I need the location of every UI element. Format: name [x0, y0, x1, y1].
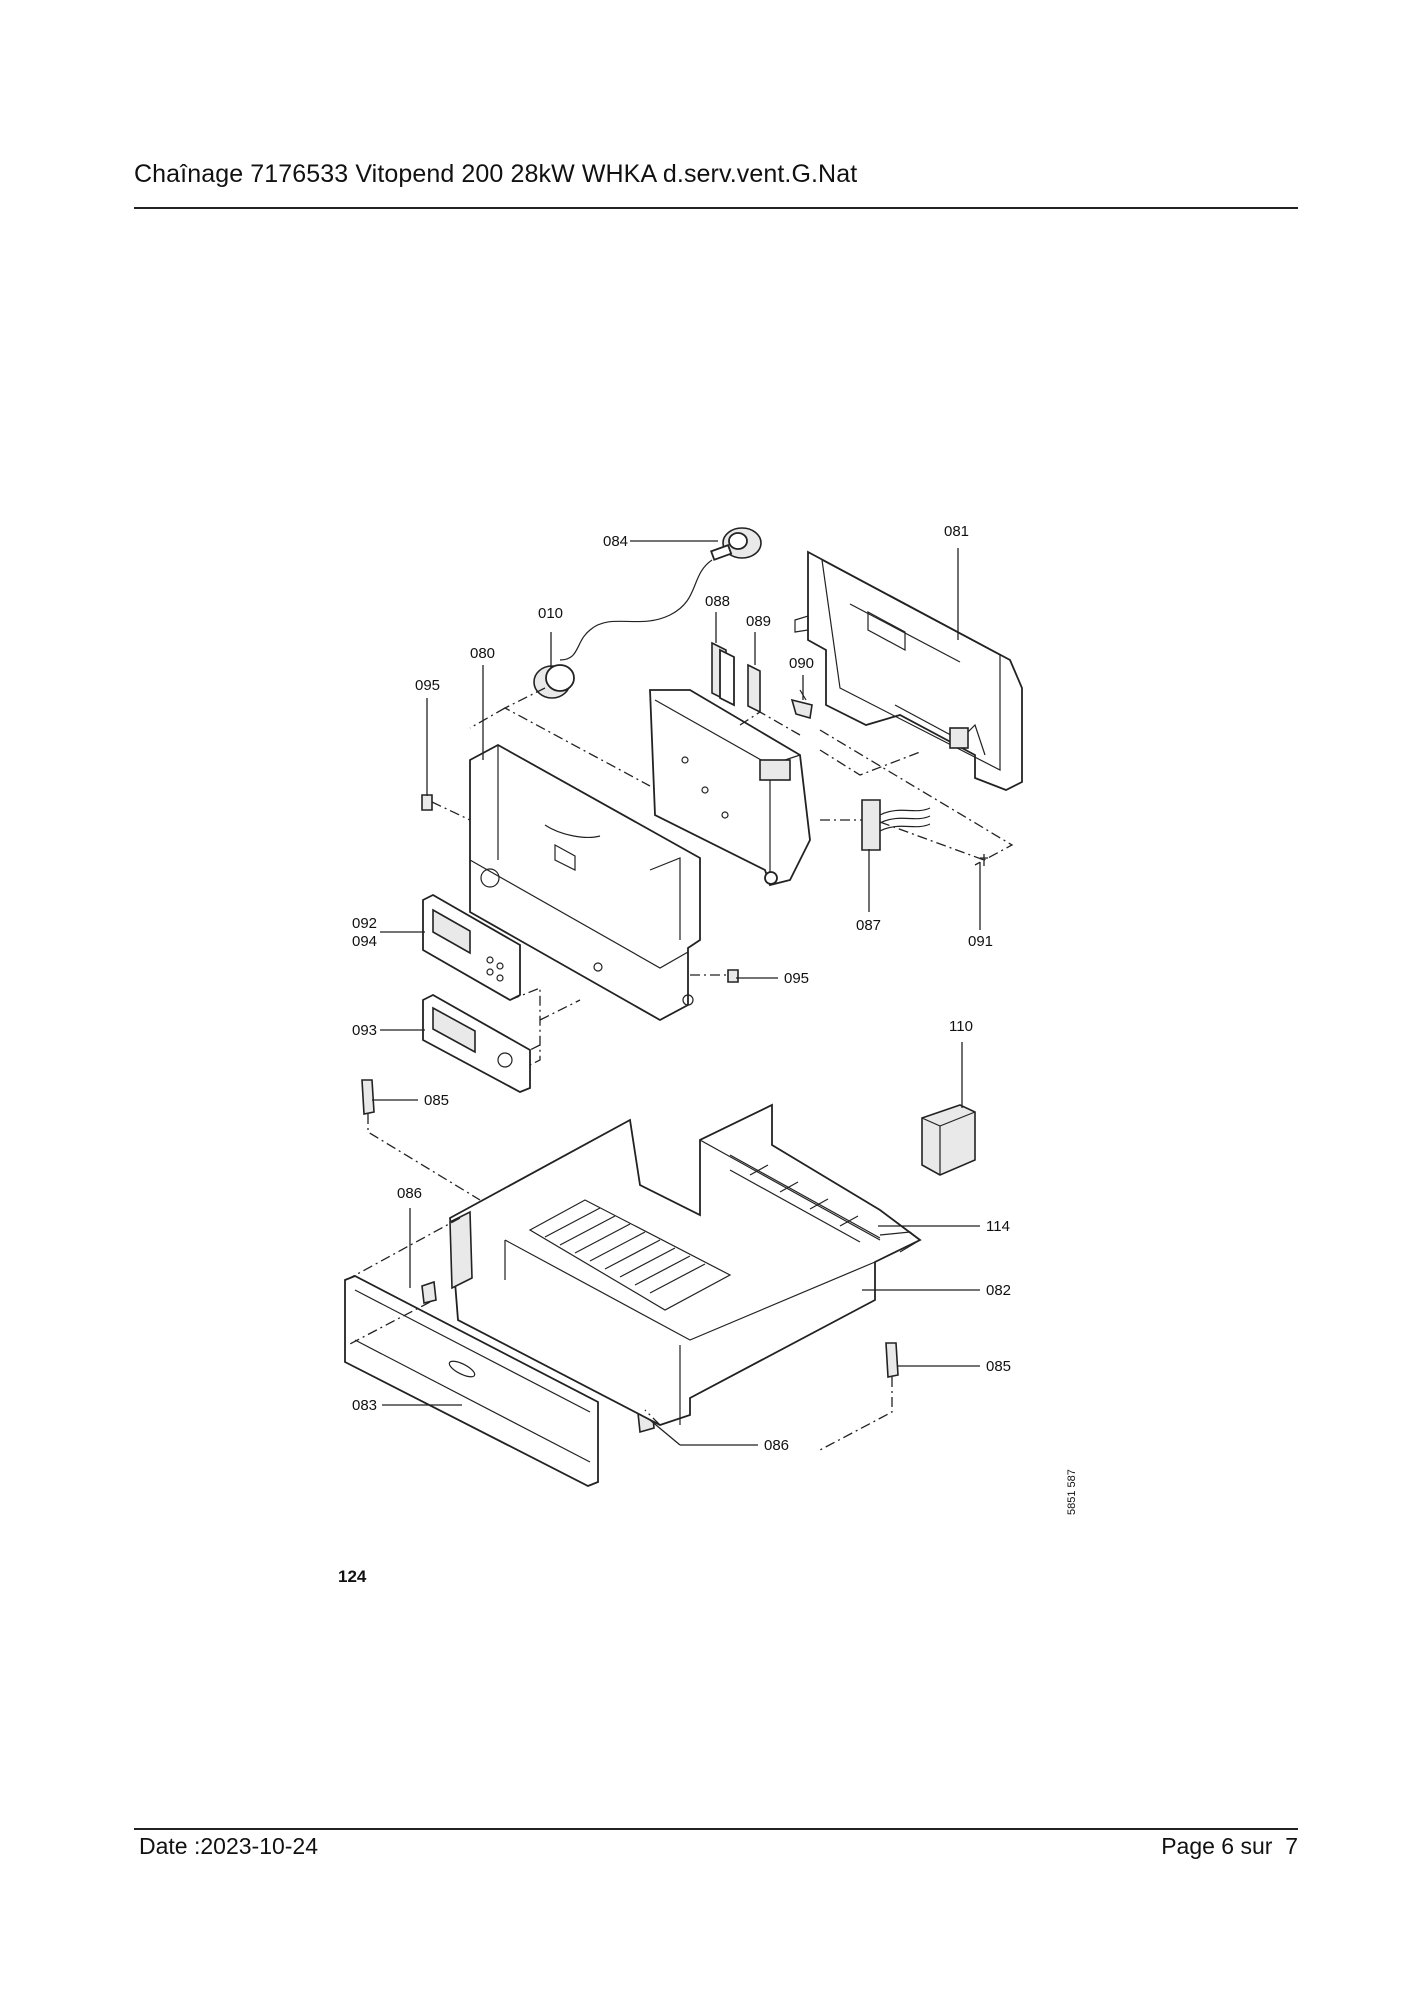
part-010-motor: [533, 664, 575, 699]
part-093-display-unit: [422, 993, 531, 1093]
footer-page-number: Page 6 sur 7: [1161, 1833, 1298, 1859]
label-083: 083: [352, 1397, 377, 1414]
label-084: 084: [603, 533, 628, 550]
part-110-block: [921, 1104, 976, 1176]
part-092-094-display-unit: [422, 893, 521, 1002]
label-010: 010: [538, 605, 563, 622]
part-085-clip-left: [361, 1079, 375, 1115]
part-081-rear-cover: [794, 550, 1023, 791]
header-divider: [134, 207, 1298, 209]
part-labels: 084 081 088 089 010 090 080 095 092 094 …: [352, 523, 1011, 1454]
label-093: 093: [352, 1022, 377, 1039]
label-086-right: 086: [764, 1437, 789, 1454]
label-080: 080: [470, 645, 495, 662]
figure-number: 124: [338, 1567, 367, 1586]
leader-lines: [372, 540, 981, 1446]
part-088-card: [711, 641, 735, 707]
label-094: 094: [352, 933, 377, 950]
label-092: 092: [352, 915, 377, 932]
label-091: 091: [968, 933, 993, 950]
label-082: 082: [986, 1282, 1011, 1299]
part-085-clip-right: [885, 1342, 899, 1378]
label-086-left: 086: [397, 1185, 422, 1202]
footer-divider: [134, 1828, 1298, 1830]
part-089-card: [747, 663, 761, 714]
footer-date: Date :2023-10-24: [139, 1833, 319, 1859]
part-087-board: [861, 799, 931, 851]
part-080-housing: [469, 743, 701, 1022]
label-110: 110: [949, 1018, 973, 1035]
label-085-right: 085: [986, 1358, 1011, 1375]
part-083-front-panel: [344, 1275, 599, 1487]
assembly-lines: [347, 687, 1014, 1451]
label-095-right: 095: [784, 970, 809, 987]
label-085-left: 085: [424, 1092, 449, 1109]
label-081: 081: [944, 523, 969, 540]
label-089: 089: [746, 613, 771, 630]
part-095-clip-right: [727, 969, 739, 983]
part-control-unit: [649, 689, 811, 887]
part-090-clip: [790, 689, 813, 720]
label-114: 114: [986, 1218, 1010, 1235]
label-095-top: 095: [415, 677, 440, 694]
part-095-clip-top: [421, 794, 433, 811]
drawing-reference: 5851 587: [1066, 1469, 1078, 1515]
part-082-base-tray: [449, 1103, 922, 1426]
part-084-sensor: [559, 527, 762, 661]
label-087: 087: [856, 917, 881, 934]
document-title: Chaînage 7176533 Vitopend 200 28kW WHKA …: [134, 160, 858, 188]
label-088: 088: [705, 593, 730, 610]
label-090: 090: [789, 655, 814, 672]
part-086-clip-left: [421, 1280, 437, 1304]
